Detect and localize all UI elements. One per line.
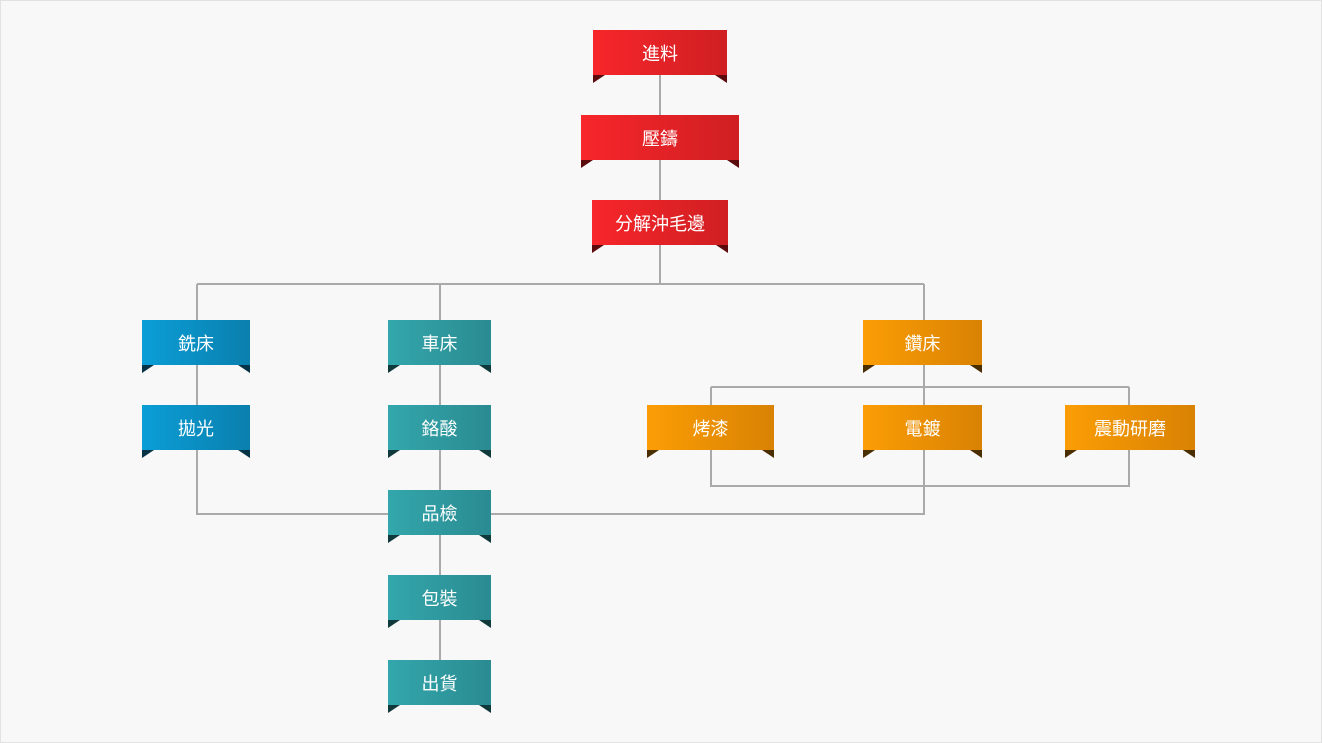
node-lathe[interactable]: 車床: [388, 320, 491, 373]
ribbon-fold-left: [388, 535, 400, 543]
node-inspection[interactable]: 品檢: [388, 490, 491, 543]
node-label: 壓鑄: [642, 128, 678, 150]
ribbon-fold-left: [863, 450, 875, 458]
node-polishing[interactable]: 拋光: [142, 405, 250, 458]
ribbon-fold-left: [1065, 450, 1077, 458]
node-label: 電鍍: [904, 418, 941, 440]
ribbon-fold-right: [970, 450, 982, 458]
node-drilling[interactable]: 鑽床: [863, 320, 982, 373]
ribbon-fold-right: [727, 160, 739, 168]
connector-electroplating-to-merge: [491, 450, 925, 515]
node-milling[interactable]: 銑床: [142, 320, 250, 373]
ribbon-fold-left: [388, 620, 400, 628]
node-electroplating[interactable]: 電鍍: [863, 405, 982, 458]
ribbon-fold-right: [1183, 450, 1195, 458]
ribbon-fold-right: [479, 365, 491, 373]
ribbon-fold-right: [238, 450, 250, 458]
ribbon-fold-right: [479, 450, 491, 458]
node-label: 分解沖毛邊: [615, 213, 705, 235]
ribbon-fold-left: [863, 365, 875, 373]
node-label: 拋光: [178, 418, 214, 440]
node-label: 鑽床: [904, 333, 941, 355]
node-label: 品檢: [421, 503, 458, 525]
ribbon-fold-right: [716, 245, 728, 253]
ribbon-fold-left: [581, 160, 593, 168]
ribbon-fold-right: [479, 705, 491, 713]
node-intake[interactable]: 進料: [593, 30, 727, 83]
node-label: 烤漆: [692, 418, 729, 440]
ribbon-fold-left: [592, 245, 604, 253]
ribbon-fold-left: [388, 365, 400, 373]
ribbon-fold-left: [142, 450, 154, 458]
ribbon-fold-right: [715, 75, 727, 83]
ribbon-fold-left: [388, 450, 400, 458]
ribbon-fold-left: [647, 450, 659, 458]
node-deburring[interactable]: 分解沖毛邊: [592, 200, 728, 253]
connector-link-polishing-inspection: [196, 450, 388, 515]
node-label: 震動研磨: [1094, 418, 1166, 440]
node-painting[interactable]: 烤漆: [647, 405, 774, 458]
ribbon-fold-right: [479, 620, 491, 628]
node-shipping[interactable]: 出貨: [388, 660, 491, 713]
node-label: 出貨: [421, 673, 458, 695]
ribbon-fold-right: [970, 365, 982, 373]
node-packaging[interactable]: 包裝: [388, 575, 491, 628]
node-label: 鉻酸: [421, 418, 458, 440]
node-die-casting[interactable]: 壓鑄: [581, 115, 739, 168]
node-label: 車床: [421, 333, 458, 355]
node-chromate[interactable]: 鉻酸: [388, 405, 491, 458]
node-label: 銑床: [178, 333, 214, 355]
ribbon-fold-right: [479, 535, 491, 543]
node-vibration-grinding[interactable]: 震動研磨: [1065, 405, 1195, 458]
node-label: 包裝: [421, 588, 458, 610]
connector-finish-merge-bottom: [710, 450, 1130, 487]
ribbon-fold-left: [593, 75, 605, 83]
ribbon-fold-left: [388, 705, 400, 713]
ribbon-fold-left: [142, 365, 154, 373]
node-label: 進料: [642, 43, 678, 65]
ribbon-fold-right: [762, 450, 774, 458]
ribbon-fold-right: [238, 365, 250, 373]
